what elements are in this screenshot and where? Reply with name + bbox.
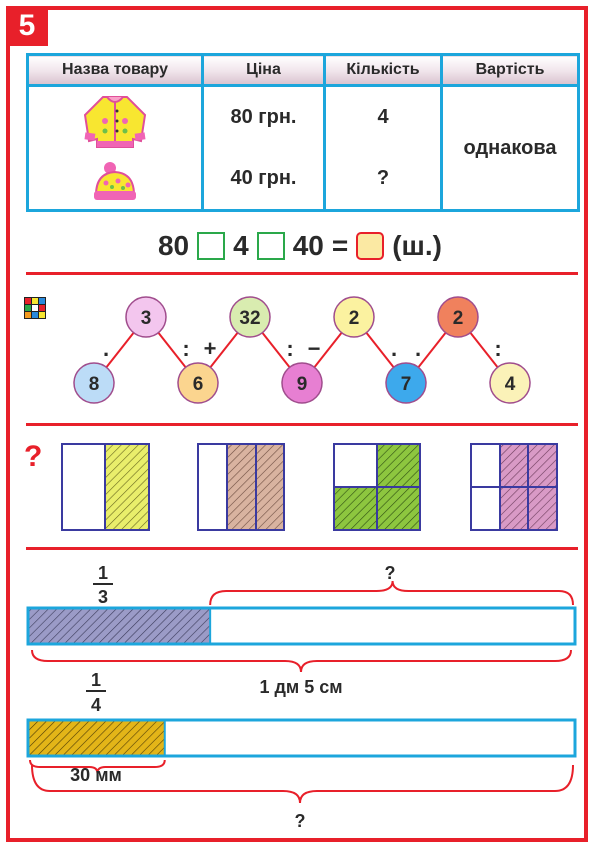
equation-number-4: 4 <box>233 230 249 261</box>
chain-node-value: 6 <box>193 374 204 395</box>
fraction-shape-thirds <box>197 443 285 531</box>
chain-node-value: 3 <box>141 308 152 329</box>
divider-2 <box>26 423 578 426</box>
chain-node-value: 7 <box>401 374 412 395</box>
segment1-fraction-numerator: 1 <box>98 563 108 583</box>
question-mark-icon: ? <box>24 440 43 473</box>
chain-node-top: 32 <box>229 296 271 338</box>
header-cost: Вартість <box>440 53 580 87</box>
price-hat: 40 грн. <box>230 167 297 189</box>
segment2-part-fill <box>28 720 165 756</box>
chain-node-circle <box>177 362 219 404</box>
header-item-name: Назва товару <box>26 53 204 87</box>
chain-node-value: 4 <box>505 374 516 395</box>
chain-node-circle <box>385 362 427 404</box>
fraction-shape-quarters <box>333 443 421 531</box>
sweater-icon <box>83 96 147 148</box>
items-cell <box>26 84 204 212</box>
chain-operator: . <box>103 336 109 361</box>
chain-node-circle <box>333 296 375 338</box>
divider-3 <box>26 547 578 550</box>
chain-operator: : <box>286 336 293 361</box>
chain-node-bottom: 6 <box>177 362 219 404</box>
chain-node-value: 8 <box>89 374 100 395</box>
segment1-part-fill <box>28 608 211 644</box>
chain-node-value: 32 <box>239 308 260 329</box>
segment1-bar <box>26 606 577 646</box>
chain-operator: : <box>182 336 189 361</box>
price-sweater: 80 грн. <box>230 106 297 128</box>
chain-node-value: 9 <box>297 374 308 395</box>
divider-1 <box>26 272 578 275</box>
goods-table: Назва товару Ціна Кількість Вартість <box>26 53 580 212</box>
task-number-badge: 5 <box>6 6 48 46</box>
fraction-shape-half <box>61 443 150 531</box>
equals-sign: = <box>331 230 349 261</box>
segment1-question: ? <box>385 563 396 583</box>
quantities-cell: 4 ? <box>323 84 443 212</box>
chain-node-bottom: 4 <box>489 362 531 404</box>
chain-node-circle <box>73 362 115 404</box>
equation: 80 4 40 = (ш.) <box>0 226 600 266</box>
chain-node-circle <box>281 362 323 404</box>
chain-node-circle <box>437 296 479 338</box>
segment2-part-brace <box>29 759 166 774</box>
segment2-bar <box>26 718 577 758</box>
segment2-fraction-denominator: 4 <box>91 695 101 715</box>
segment2-part-label: 30 мм <box>70 765 122 785</box>
segment2-fraction-numerator: 1 <box>91 670 101 690</box>
chain-node-bottom: 9 <box>281 362 323 404</box>
segment2-question: ? <box>295 811 306 831</box>
chain-operator: + <box>204 336 217 361</box>
segment2-total-brace <box>31 764 574 804</box>
chain-operator: : <box>494 336 501 361</box>
operator-box-2[interactable] <box>256 232 285 260</box>
chain-operator: . <box>415 336 421 361</box>
chain-operator: − <box>308 336 321 361</box>
segment1-fraction-denominator: 3 <box>98 587 108 607</box>
quantity-hat: ? <box>376 167 390 189</box>
chain-node-top: 2 <box>333 296 375 338</box>
segment1-total-label: 1 дм 5 см <box>259 677 342 697</box>
chain-operator: . <box>391 336 397 361</box>
chain-node-value: 2 <box>349 308 360 329</box>
hat-icon <box>94 162 136 200</box>
equation-number-40: 40 <box>292 230 324 261</box>
chain-node-top: 3 <box>125 296 167 338</box>
fraction-shape-sixths <box>470 443 558 531</box>
chain-node-circle <box>489 362 531 404</box>
segment-problems: 1 3 ? 1 дм 5 см 1 4 30 мм ? <box>26 563 577 831</box>
fraction-shapes <box>61 443 558 531</box>
operator-box-1[interactable] <box>197 232 226 260</box>
chain-node-bottom: 7 <box>385 362 427 404</box>
chain-node-top: 2 <box>437 296 479 338</box>
quantity-sweater: 4 <box>377 106 389 128</box>
chain-node-bottom: 8 <box>73 362 115 404</box>
answer-box[interactable] <box>356 232 385 260</box>
chain-node-circle <box>125 296 167 338</box>
equation-unit: (ш.) <box>392 230 442 261</box>
segment1-remainder-brace <box>209 580 574 606</box>
chain-node-value: 2 <box>453 308 464 329</box>
header-price: Ціна <box>201 53 326 87</box>
prices-cell: 80 грн. 40 грн. <box>201 84 326 212</box>
header-quantity: Кількість <box>323 53 443 87</box>
equation-number-80: 80 <box>157 230 190 261</box>
chain-node-circle <box>229 296 271 338</box>
segment1-total-brace <box>31 649 572 673</box>
cost-cell: однакова <box>440 84 580 212</box>
rubik-cube-icon <box>24 297 46 319</box>
